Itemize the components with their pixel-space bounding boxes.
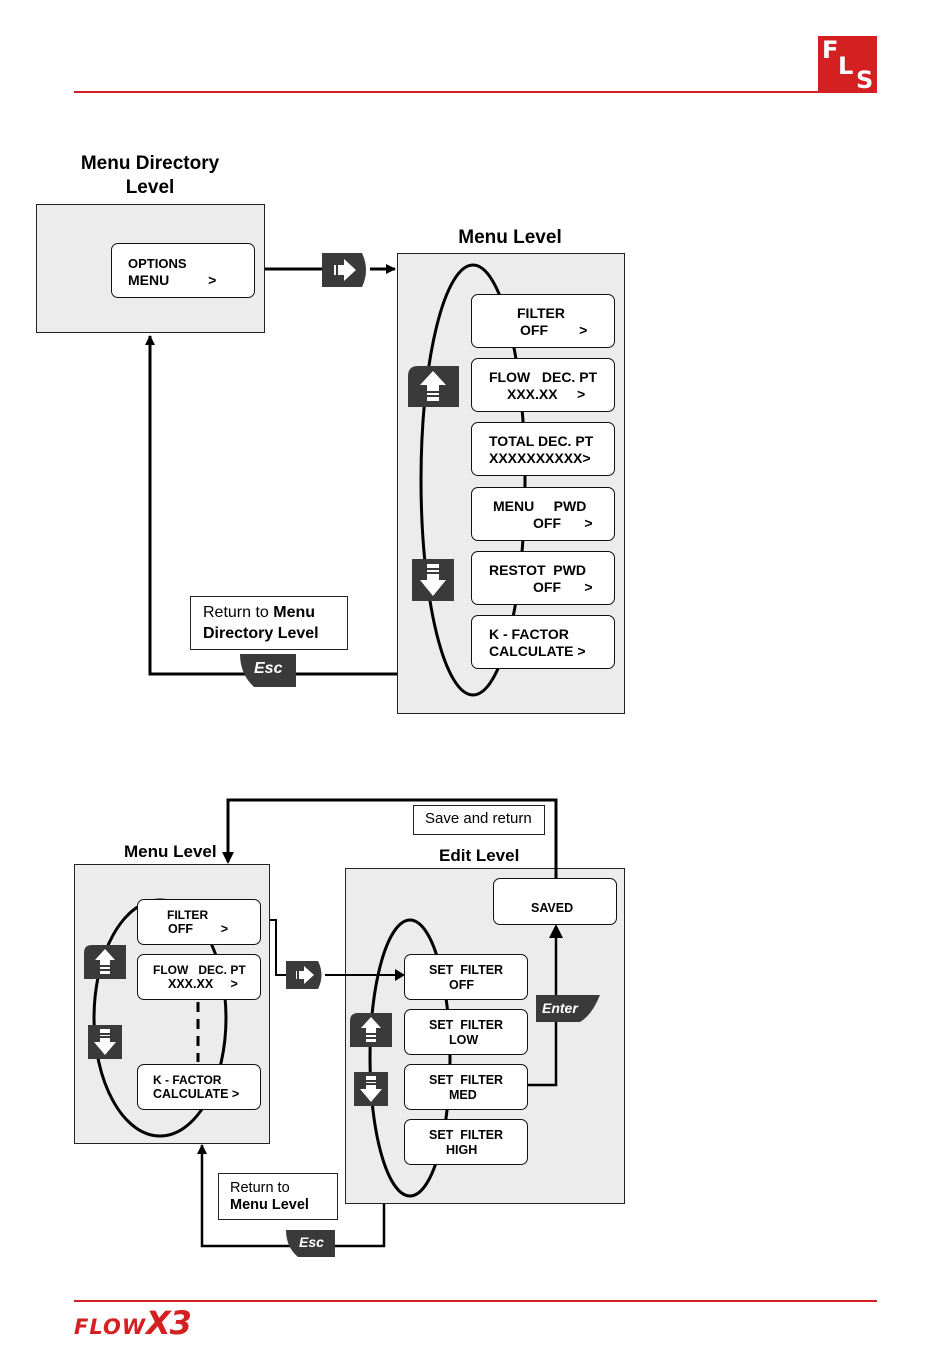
menu-item-line2: XXXXXXXXXX> — [489, 450, 591, 466]
menu2-item-filter[interactable]: FILTER OFF > — [137, 899, 261, 945]
up-key-icon — [84, 945, 126, 979]
fls-logo: F L S — [818, 36, 877, 94]
esc-key-icon: Esc — [286, 1230, 335, 1257]
menu2-item-line1: FILTER — [167, 908, 209, 922]
menu2-item-k-factor[interactable]: K - FACTOR CALCULATE > — [137, 1064, 261, 1110]
menu-item-filter[interactable]: FILTER OFF > — [471, 294, 615, 348]
menu-item-total-dec-pt[interactable]: TOTAL DEC. PT XXXXXXXXXX> — [471, 422, 615, 476]
menu-item-line1: RESTOT PWD — [489, 562, 586, 578]
enter-key-label: Enter — [542, 1000, 578, 1016]
header-divider — [74, 91, 877, 93]
up-key-icon — [408, 366, 459, 407]
menu-item-line2: XXX.XX > — [507, 386, 586, 402]
edit-item-line2: OFF — [449, 978, 474, 992]
menu-item-flow-dec-pt[interactable]: FLOW DEC. PT XXX.XX > — [471, 358, 615, 412]
menu2-item-line2: CALCULATE > — [153, 1087, 240, 1101]
menu-item-menu-pwd[interactable]: MENU PWD OFF > — [471, 487, 615, 541]
menu-item-line1: K - FACTOR — [489, 626, 569, 642]
return-note-line1: Return to — [230, 1180, 290, 1196]
return-note-line2: Menu Level — [230, 1197, 309, 1213]
menu-item-line1: TOTAL DEC. PT — [489, 433, 594, 449]
edit-item-line2: LOW — [449, 1033, 479, 1047]
flowx3-logo: FLOWX3 — [74, 1304, 192, 1342]
edit-item-line1: SET FILTER — [429, 1018, 504, 1032]
edit-item-line1: SET FILTER — [429, 1128, 504, 1142]
down-key-icon — [354, 1072, 388, 1106]
edit-item-set-filter-med[interactable]: SET FILTER MED — [404, 1064, 528, 1110]
down-key-icon — [88, 1025, 122, 1059]
return-to-directory-note: Return to Menu Directory Level — [190, 596, 348, 650]
flowx3-logo-part2: X3 — [146, 1304, 192, 1342]
menu2-item-flow-dec-pt[interactable]: FLOW DEC. PT XXX.XX > — [137, 954, 261, 1000]
edit-item-line1: SET FILTER — [429, 1073, 504, 1087]
menu2-item-line1: K - FACTOR — [153, 1073, 222, 1087]
edit-item-set-filter-low[interactable]: SET FILTER LOW — [404, 1009, 528, 1055]
saved-label: SAVED — [531, 901, 574, 915]
menu2-item-line1: FLOW DEC. PT — [153, 963, 246, 977]
esc-key-icon: Esc — [240, 654, 296, 687]
return-to-menu-level-note: Return to Menu Level — [218, 1173, 338, 1220]
up-key-icon — [350, 1013, 392, 1047]
menu-level-title: Menu Level — [458, 227, 562, 248]
menu-level-title-2: Menu Level — [124, 842, 217, 861]
menu-item-line2: OFF > — [533, 515, 593, 531]
options-menu-box[interactable]: OPTIONS MENU > — [111, 243, 255, 298]
edit-item-line2: HIGH — [446, 1143, 478, 1157]
logo-letter-s: S — [856, 66, 874, 94]
menu2-item-line2: XXX.XX > — [168, 977, 238, 991]
edit-item-set-filter-off[interactable]: SET FILTER OFF — [404, 954, 528, 1000]
menu-directory-level-title: Menu Directory Level — [80, 153, 220, 198]
esc-key-label: Esc — [299, 1234, 324, 1250]
return-note-plain: Return to — [203, 604, 274, 621]
return-note-bold2: Directory Level — [203, 625, 319, 642]
menu-item-line2: OFF > — [533, 579, 593, 595]
saved-box: SAVED — [493, 878, 617, 925]
edit-item-set-filter-high[interactable]: SET FILTER HIGH — [404, 1119, 528, 1165]
menu2-item-line2: OFF > — [168, 922, 229, 936]
save-and-return-note: Save and return — [413, 805, 545, 835]
down-key-icon — [412, 559, 454, 601]
menu-item-k-factor[interactable]: K - FACTOR CALCULATE > — [471, 615, 615, 669]
menu-item-line2: OFF > — [520, 322, 588, 338]
right-key-icon — [322, 253, 366, 287]
menu-item-line2: CALCULATE > — [489, 643, 586, 659]
options-menu-line1: OPTIONS — [128, 256, 187, 271]
menu-item-restot-pwd[interactable]: RESTOT PWD OFF > — [471, 551, 615, 605]
menu-item-line1: FLOW DEC. PT — [489, 369, 598, 385]
enter-key-icon: Enter — [536, 995, 600, 1022]
logo-letter-f: F — [822, 36, 839, 64]
menu-item-line1: MENU PWD — [493, 498, 587, 514]
edit-item-line2: MED — [449, 1088, 477, 1102]
return-note-bold1: Menu — [273, 604, 316, 621]
esc-key-label: Esc — [254, 660, 283, 677]
edit-level-title: Edit Level — [439, 846, 520, 865]
flowx3-logo-part1: FLOW — [74, 1315, 146, 1339]
logo-letter-l: L — [838, 52, 854, 80]
options-menu-line2: MENU > — [128, 272, 217, 288]
edit-item-line1: SET FILTER — [429, 963, 504, 977]
menu-item-line1: FILTER — [517, 305, 565, 321]
footer-divider — [74, 1300, 877, 1302]
right-key-icon — [286, 961, 322, 989]
